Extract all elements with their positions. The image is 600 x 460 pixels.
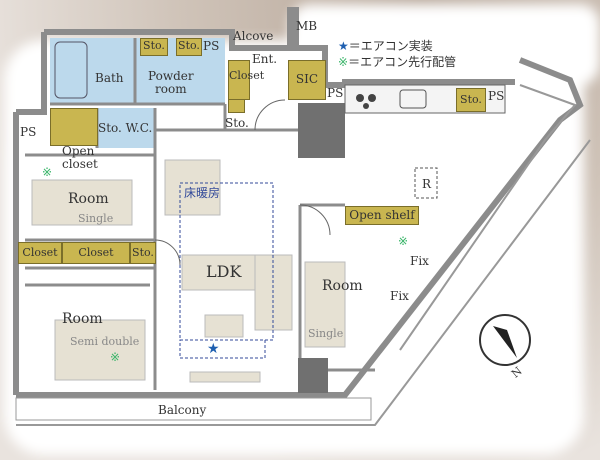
legend: ★＝エアコン実装 ※＝エアコン先行配管 [338, 38, 456, 70]
room-type: Single [308, 327, 344, 340]
open-shelf: Open shelf [345, 206, 419, 225]
fix-window-label: Fix [410, 254, 429, 268]
open-closet-line2: closet [62, 157, 98, 171]
bath-label: Bath [95, 71, 124, 85]
open-closet [50, 108, 98, 146]
snowflake-icon: ※ [110, 350, 121, 364]
ps-label: PS [203, 39, 220, 53]
room-type: Semi double [70, 335, 140, 348]
legend-text: ＝エアコン先行配管 [348, 55, 457, 69]
balcony-rail [399, 84, 577, 351]
closet: Closet [62, 242, 130, 264]
sink-icon [399, 89, 427, 109]
ps-label: PS [20, 125, 37, 139]
legend-item-aircon-piping: ※＝エアコン先行配管 [338, 54, 456, 70]
entrance-closet: Closet [228, 60, 264, 100]
refrigerator-label: R [422, 177, 432, 191]
storage-sto: Sto. [140, 38, 168, 56]
floor-heating-area [179, 339, 266, 359]
legend-item-aircon-installed: ★＝エアコン実装 [338, 38, 456, 54]
balcony-label: Balcony [158, 403, 207, 417]
storage-sto [228, 99, 245, 113]
balcony [15, 397, 372, 421]
ps-label: PS [327, 86, 344, 100]
powder-room-line2: room [155, 82, 187, 96]
sto-label: Sto. [225, 116, 249, 130]
floor-heating-label: 床暖房 [184, 186, 221, 200]
door [154, 239, 181, 266]
door [299, 204, 331, 236]
snowflake-icon: ※ [398, 234, 409, 248]
ldk-label: LDK [206, 262, 242, 281]
alcove-label: Alcove [233, 29, 274, 43]
powder-room-line1: Powder [148, 69, 194, 83]
door [254, 99, 286, 131]
stove-icon [356, 94, 376, 109]
room-label: Room [68, 191, 109, 207]
closet: Closet [18, 242, 62, 264]
room-label: Room [62, 311, 103, 327]
snowflake-icon: ※ [42, 165, 53, 179]
star-icon: ★ [338, 39, 349, 53]
room-type: Single [78, 212, 114, 225]
column [298, 103, 345, 158]
star-icon: ★ [207, 341, 220, 357]
storage-sto: Sto. [456, 88, 486, 112]
coffee-table [204, 314, 244, 338]
legend-text: ＝エアコン実装 [348, 39, 433, 53]
bed [54, 319, 146, 381]
mb-label: MB [296, 19, 318, 33]
dining-table [164, 159, 221, 216]
refrigerator-space [414, 167, 438, 199]
room-label: Room [322, 278, 363, 294]
storage-sto: Sto. [130, 242, 156, 264]
wc-area [97, 108, 155, 148]
open-closet-line1: Open [62, 144, 95, 158]
tv-stand [189, 371, 261, 383]
storage-sto: Sto. [176, 38, 202, 56]
fix-window-label: Fix [390, 289, 409, 303]
sto-wc-label: Sto. W.C. [98, 121, 153, 135]
bed [304, 261, 346, 348]
column [298, 358, 328, 393]
ps-label: PS [488, 89, 505, 103]
compass-icon [479, 314, 531, 366]
entrance-label: Ent. [252, 52, 278, 66]
bed [31, 179, 133, 226]
snowflake-icon: ※ [338, 55, 349, 69]
outer-wall [13, 7, 328, 395]
sic-closet: SIC [288, 60, 326, 100]
closet-label: Closet [229, 69, 265, 82]
bathtub [54, 41, 88, 99]
balcony-edge [16, 139, 591, 426]
